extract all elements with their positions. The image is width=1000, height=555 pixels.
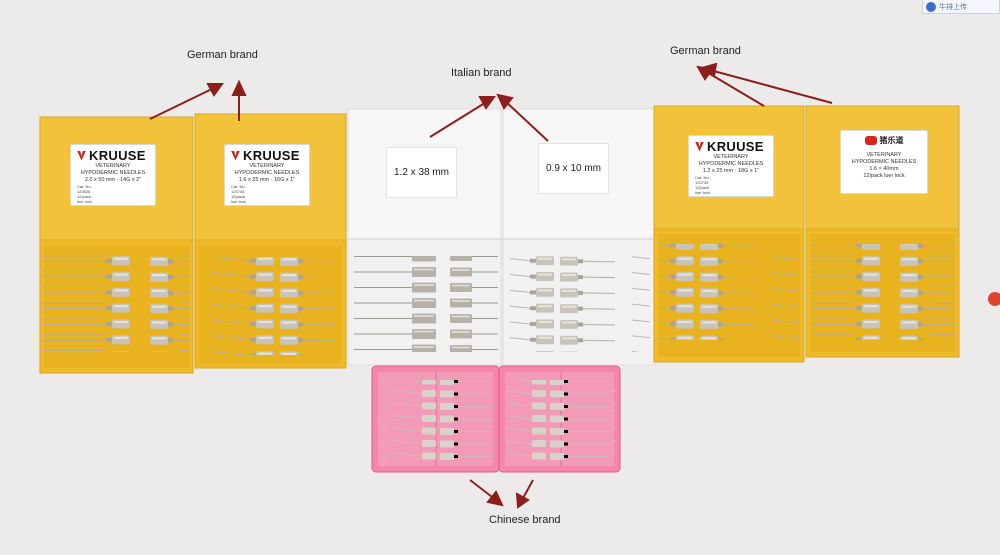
product-line-2: HYPODERMIC NEEDLES: [698, 160, 764, 167]
kruuse-logo: KRUUSE: [71, 145, 155, 163]
pack-count: 12/pack: [77, 193, 92, 199]
product-line-2: HYPODERMIC NEEDLES: [80, 169, 146, 176]
needle-size: 1.2 x 38 mm: [393, 167, 450, 178]
annotation-arrows: [149, 62, 833, 509]
kruuse-v-icon: [231, 150, 240, 161]
product-line-1: VETERINARY: [95, 163, 131, 169]
cat-label: Cat. No.: [695, 174, 710, 180]
product-line-1: VETERINARY: [866, 152, 902, 158]
brand-name: 猪乐道: [879, 136, 904, 145]
pack-count: 12/pack luer lock: [863, 172, 905, 179]
pink-box-2: [498, 365, 621, 473]
brand-name: KRUUSE: [89, 148, 146, 163]
kruuse-logo: KRUUSE: [689, 136, 773, 154]
chinese-label: 猪乐道 VETERINARY HYPODERMIC NEEDLES 1.6 × …: [840, 130, 928, 194]
pink-box-1: [371, 365, 500, 473]
italian-box-1: [347, 108, 502, 366]
kruuse-logo: KRUUSE: [225, 145, 309, 163]
cat-number: 120733: [695, 179, 709, 185]
needle-size: 2.0 x 50 mm · 14G x 2": [84, 176, 142, 183]
upload-badge-label: 牛排上传: [939, 3, 967, 11]
yellow-box-4: [805, 105, 960, 358]
kruuse-box-2: [194, 113, 347, 369]
upload-badge[interactable]: 牛排上传: [922, 0, 1000, 14]
needle-size: 1.6 x 25 mm · 16G x 1": [238, 176, 296, 183]
needle-size: 0.9 x 10 mm: [545, 163, 602, 174]
cat-number: 120826: [77, 188, 91, 194]
product-line-2: HYPODERMIC NEEDLES: [234, 169, 300, 176]
kruuse-label-2: KRUUSE VETERINARY HYPODERMIC NEEDLES 1.6…: [224, 144, 310, 206]
cloud-icon: [926, 1, 936, 12]
cat-label: Cat. No.: [77, 183, 92, 189]
italian-size-card-2: 0.9 x 10 mm: [538, 143, 609, 194]
product-line-1: VETERINARY: [249, 163, 285, 169]
kruuse-label-3: KRUUSE VETERINARY HYPODERMIC NEEDLES 1.2…: [688, 135, 774, 197]
caption-german-brand-left: German brand: [187, 49, 258, 61]
brand-name: KRUUSE: [243, 148, 300, 163]
needle-size: 1.2 x 25 mm · 18G x 1": [702, 167, 760, 174]
kruuse-v-icon: [77, 150, 86, 161]
chinese-logo: 猪乐道: [841, 135, 927, 146]
caption-italian-brand: Italian brand: [451, 67, 512, 79]
brand-mark-icon: [864, 136, 877, 145]
caption-chinese-brand: Chinese brand: [489, 514, 561, 526]
side-float-button[interactable]: [988, 292, 1000, 306]
pack-count: 12/pack: [695, 184, 710, 190]
cat-label: Cat. No.: [231, 183, 246, 189]
kruuse-v-icon: [695, 141, 704, 152]
pack-count: 12/pack: [231, 193, 246, 199]
kruuse-label-1: KRUUSE VETERINARY HYPODERMIC NEEDLES 2.0…: [70, 144, 156, 206]
cat-number: 120744: [231, 188, 245, 194]
product-line-2: HYPODERMIC NEEDLES: [851, 158, 917, 165]
brand-name: KRUUSE: [707, 139, 764, 154]
product-line-1: VETERINARY: [713, 154, 749, 160]
caption-german-brand-right: German brand: [670, 45, 741, 57]
needle-size: 1.6 × 40mm: [869, 165, 899, 172]
italian-size-card-1: 1.2 x 38 mm: [386, 147, 457, 198]
luer-lock: luer lock: [77, 198, 92, 204]
italian-box-2: [502, 108, 656, 366]
luer-lock: luer lock: [231, 198, 246, 204]
kruuse-box-1: [39, 116, 194, 374]
luer-lock: luer lock: [695, 189, 710, 195]
